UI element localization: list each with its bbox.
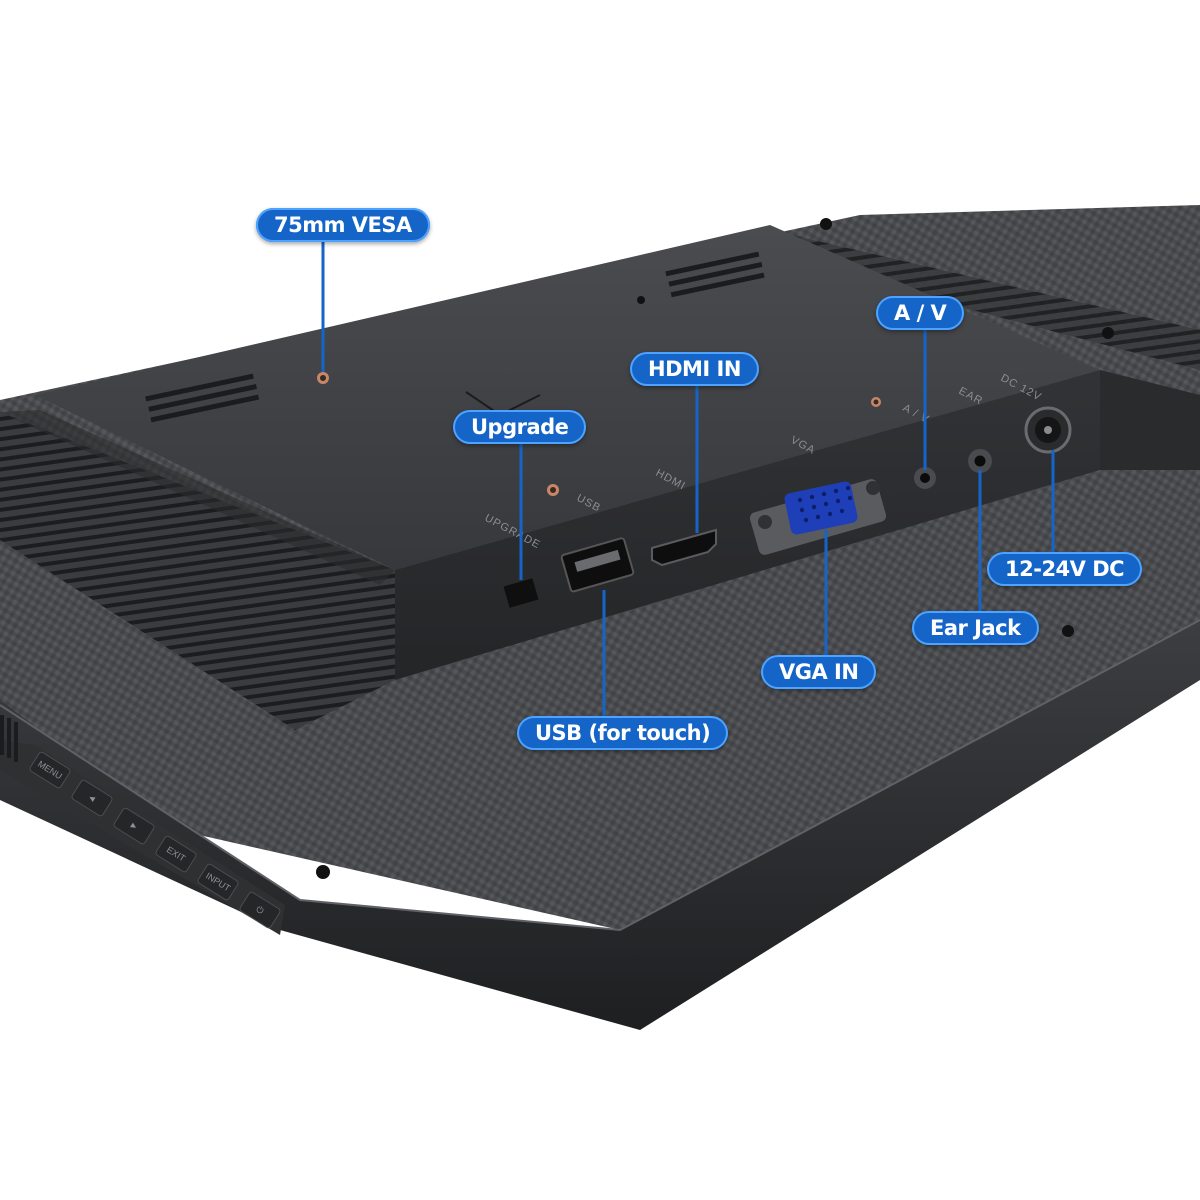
left-vented-stand	[0, 410, 395, 730]
hdmi-port	[651, 528, 717, 567]
dc-power-jack	[1024, 406, 1072, 454]
side-button-3[interactable]: EXIT	[155, 835, 197, 873]
side-button-5[interactable]: ⏻	[239, 891, 281, 929]
usb-port	[560, 537, 635, 593]
vesa-mount-holes	[317, 296, 881, 496]
side-button-0[interactable]: MENU	[29, 751, 71, 789]
callout-hdmi-in: HDMI IN	[630, 352, 759, 386]
upgrade-port	[503, 578, 539, 608]
av-jack	[914, 467, 936, 489]
callout-vga-in: VGA IN	[761, 655, 877, 689]
callout-dc-power: 12-24V DC	[987, 552, 1143, 586]
callout-usb: USB (for touch)	[517, 716, 729, 750]
callout-ear-jack: Ear Jack	[912, 611, 1039, 645]
vga-port	[749, 479, 887, 555]
callout-av: A / V	[876, 296, 965, 330]
callout-leader-lines	[321, 240, 1055, 718]
ear-jack	[968, 449, 992, 473]
callout-vesa: 75mm VESA	[256, 208, 430, 242]
side-button-4[interactable]: INPUT	[197, 863, 239, 901]
side-button-2[interactable]: ►	[113, 807, 155, 845]
side-button-1[interactable]: ◄	[71, 779, 113, 817]
rear-raised-panel	[35, 225, 1100, 570]
callout-upgrade: Upgrade	[453, 410, 587, 444]
side-button-label: ⏻	[254, 904, 265, 916]
